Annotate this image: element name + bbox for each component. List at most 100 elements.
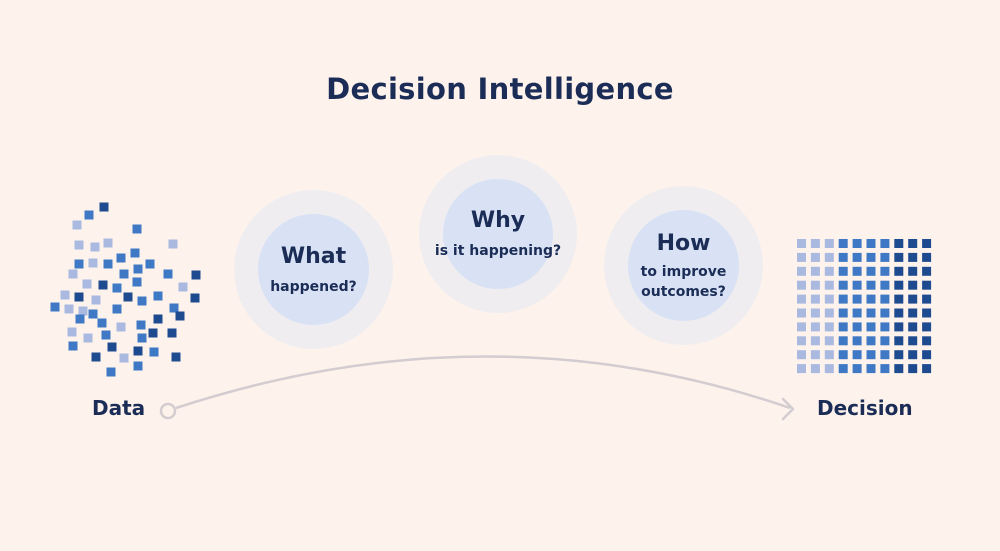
decision-grid-square [922,336,932,346]
decision-grid-square [838,308,848,318]
decision-grid-square [838,364,848,374]
decision-grid-square [852,308,862,318]
decision-grid-square [797,364,806,374]
decision-grid-square [797,280,806,290]
decision-grid-square [880,336,890,346]
stage-what-circle: What happened? [258,214,369,325]
flow-arrow-head [781,397,795,421]
decision-grid-square [810,239,820,248]
decision-grid-square [810,266,820,276]
decision-grid-square [866,350,876,360]
data-point-square [103,238,113,248]
decision-grid-square [797,308,806,318]
decision-grid-square [880,266,890,276]
data-point-square [103,259,113,269]
data-point-square [88,258,98,268]
decision-grid-square [894,350,904,360]
decision-grid-square [866,252,876,262]
decision-grid-square [810,336,820,346]
decision-grid-square [922,252,932,262]
decision-grid-square [922,364,932,374]
data-point-square [91,295,101,305]
data-point-square [119,269,129,279]
data-point-square [190,293,200,303]
data-point-square [132,224,142,234]
data-point-square [88,309,98,319]
decision-grid-square [866,322,876,332]
stage-how-detail-line-1: to improve [640,263,727,280]
decision-grid-square [908,364,918,374]
decision-grid-square [880,364,890,374]
decision-grid-square [810,322,820,332]
decision-grid-square [852,280,862,290]
data-point-square [145,259,155,269]
decision-grid-square [922,239,932,248]
decision-grid-square [922,294,932,304]
decision-grid-square [908,350,918,360]
data-point-square [178,282,188,292]
data-point-square [168,239,178,249]
decision-grid-square [894,308,904,318]
decision-grid-square [852,239,862,248]
data-point-square [90,242,100,252]
data-point-square [132,277,142,287]
data-point-square [119,353,129,363]
data-point-square [175,311,185,321]
decision-grid-square [824,322,834,332]
decision-grid-square [824,336,834,346]
decision-grid-square [852,252,862,262]
data-point-square [82,279,92,289]
decision-grid-square [824,252,834,262]
data-point-square [153,291,163,301]
decision-grid-square [908,266,918,276]
decision-grid-square [824,364,834,374]
decision-grid-square [880,322,890,332]
data-point-square [169,303,179,313]
decision-grid-square [838,294,848,304]
decision-grid-square [824,294,834,304]
decision-grid-square [838,280,848,290]
data-point-square [101,330,111,340]
data-point-square [149,347,159,357]
data-point-square [74,259,84,269]
stage-what-detail: happened? [270,278,357,295]
data-point-square [133,346,143,356]
decision-grid-square [852,294,862,304]
data-point-square [116,253,126,263]
decision-grid-square [824,280,834,290]
decision-grid-square [922,308,932,318]
decision-grid-square [894,266,904,276]
data-point-square [98,280,108,290]
decision-grid-square [908,280,918,290]
decision-grid-square [810,308,820,318]
decision-grid-square [797,336,806,346]
decision-grid-square [908,294,918,304]
decision-grid-square [894,252,904,262]
decision-grid-square [922,322,932,332]
stage-what-question: What [280,243,347,269]
stage-how-detail: to improve outcomes? [641,262,727,302]
stage-how-detail-line-2: outcomes? [641,283,726,300]
decision-grid-square [908,239,918,248]
decision-grid-square [894,294,904,304]
data-point-square [136,320,146,330]
data-point-square [67,327,77,337]
decision-grid-square [838,252,848,262]
page-title: Decision Intelligence [326,72,674,106]
flow-arrow-start-node [159,402,177,420]
decision-grid-square [880,350,890,360]
data-point-square [148,328,158,338]
data-point-square [123,292,133,302]
flow-arrow-curve [175,355,791,410]
decision-grid-square [838,266,848,276]
data-point-square [112,283,122,293]
data-point-square [112,304,122,314]
decision-grid-square [824,266,834,276]
stage-how-circle: How to improve outcomes? [628,210,739,321]
data-point-square [153,314,163,324]
decision-grid-square [866,364,876,374]
data-point-square [107,342,117,352]
decision-grid-square [824,350,834,360]
decision-grid-square [894,336,904,346]
